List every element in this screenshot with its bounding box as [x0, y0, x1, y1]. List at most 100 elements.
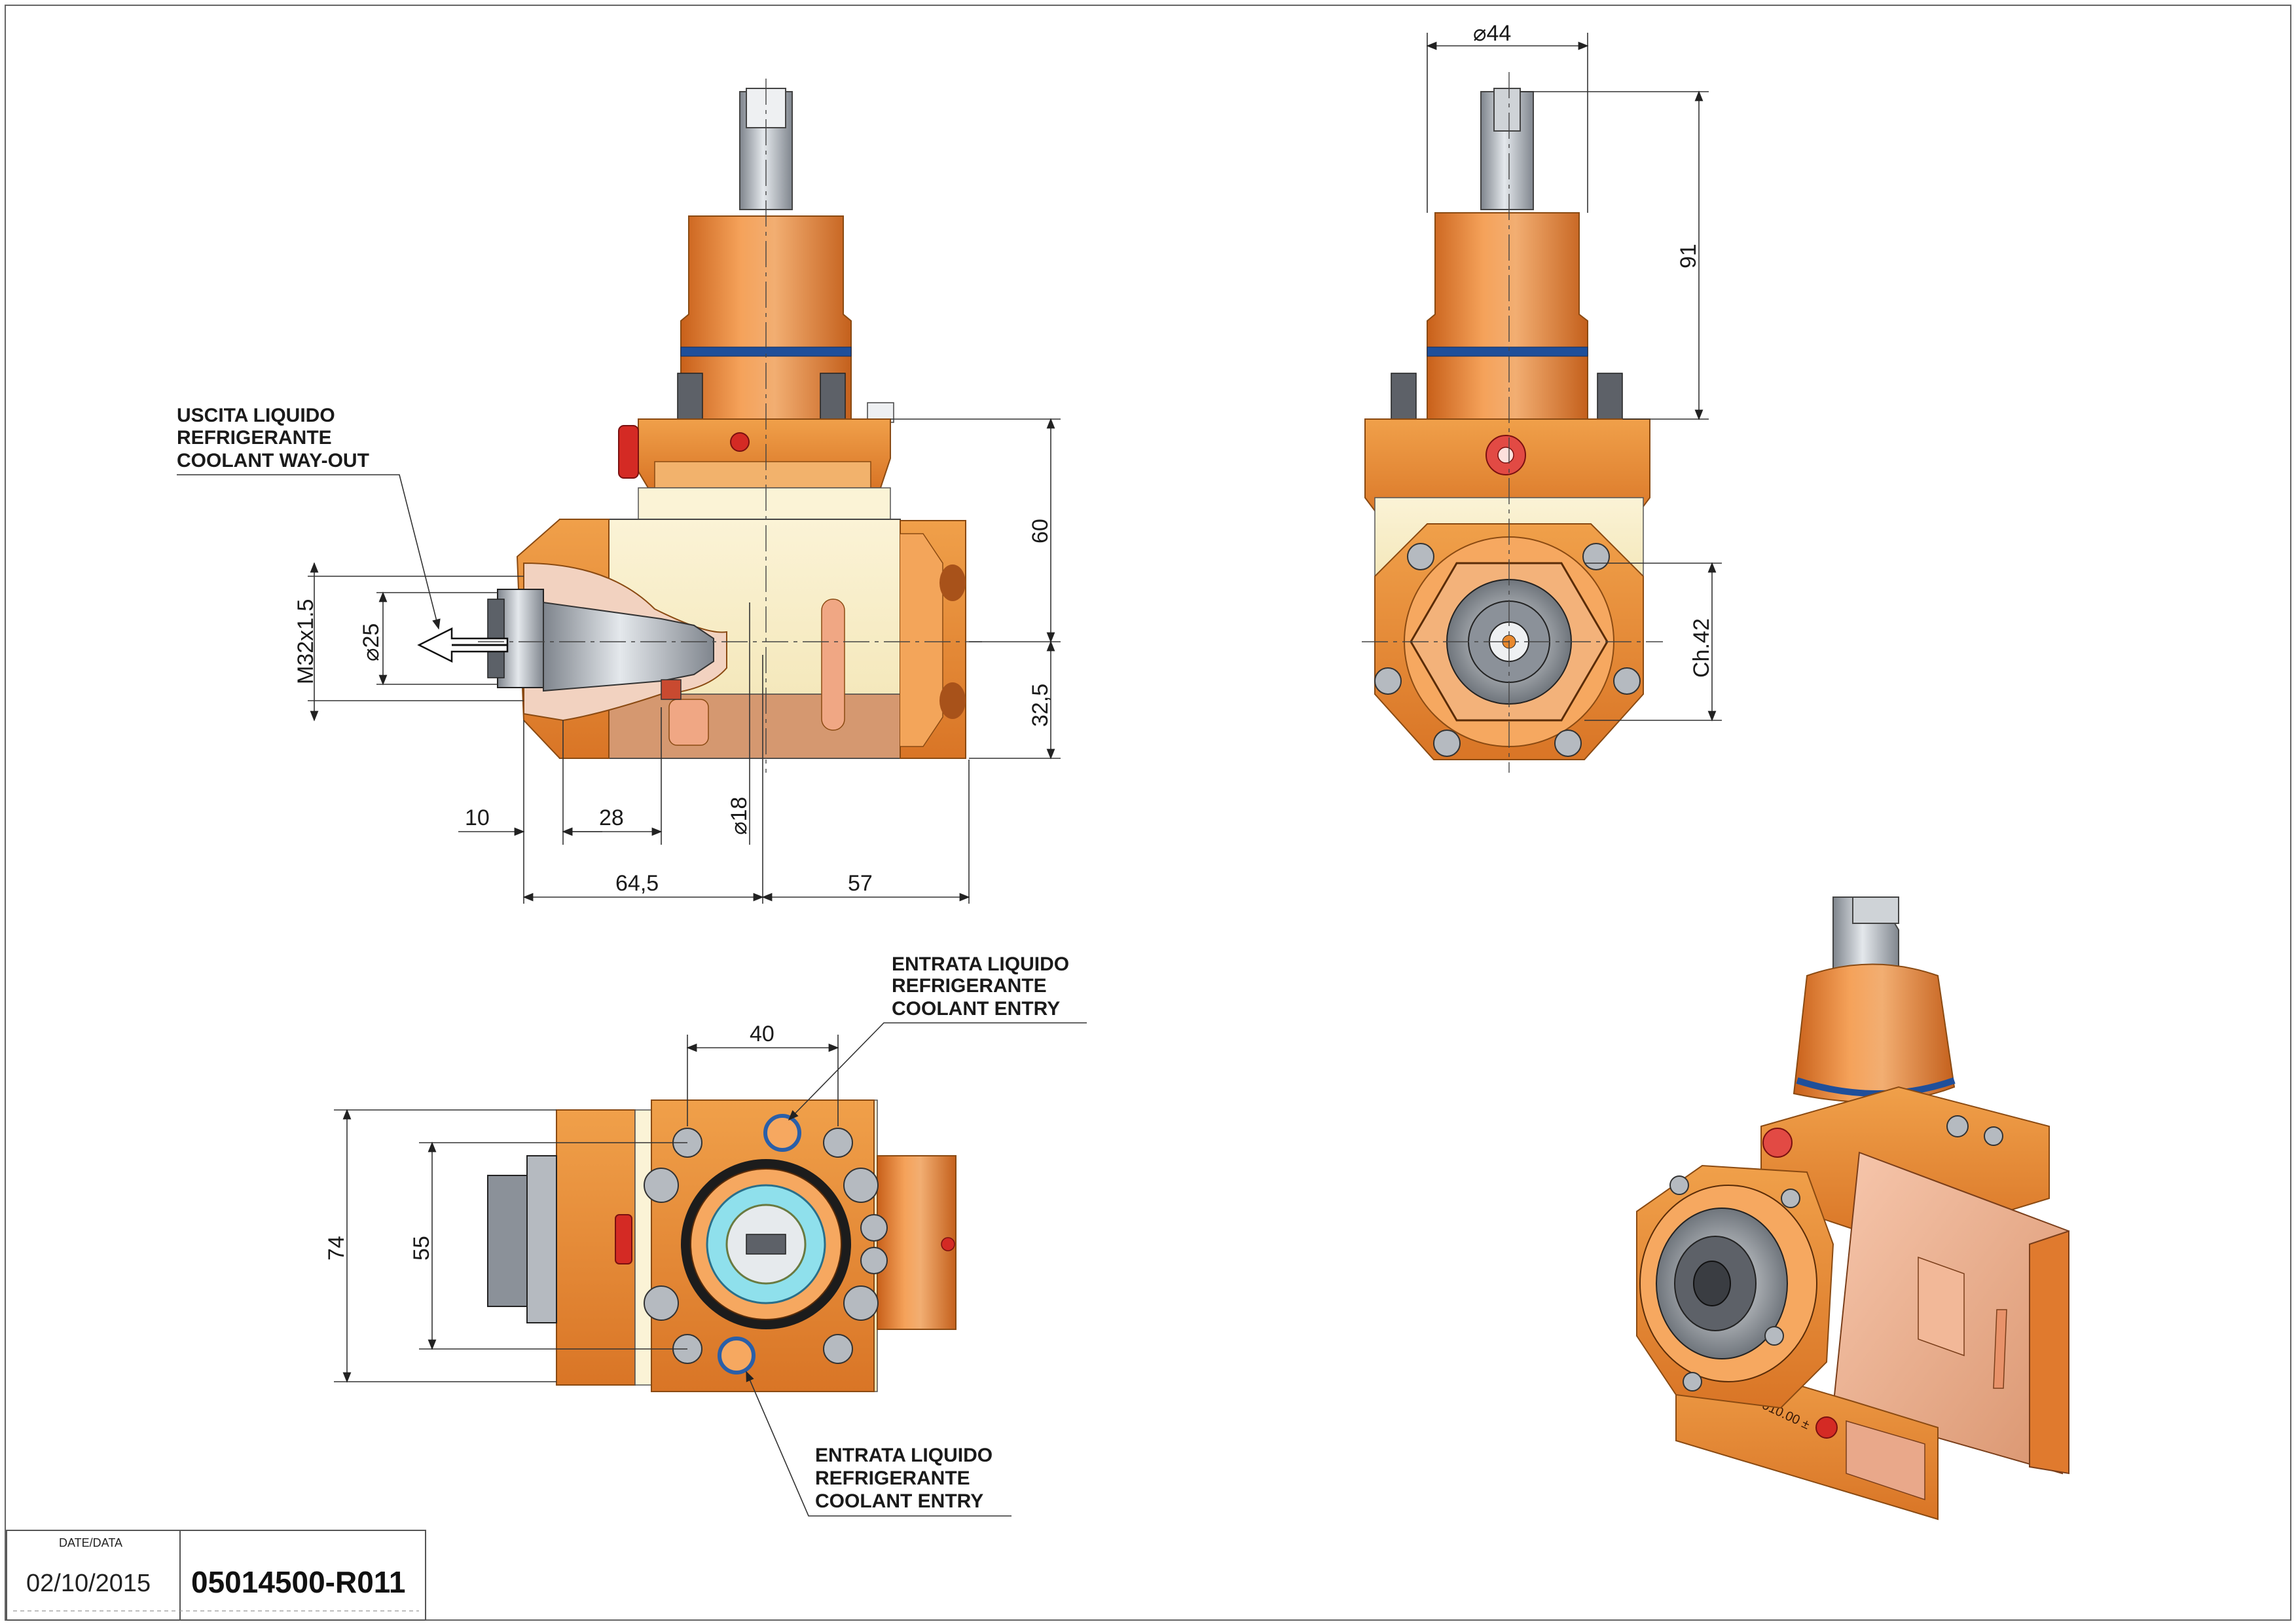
note-line: USCITA LIQUIDO — [177, 405, 335, 426]
coolant-plug-icon — [1815, 1416, 1838, 1439]
dim-64-5: 64,5 — [615, 871, 659, 896]
date-label: DATE/DATA — [59, 1536, 122, 1549]
dim-32-5: 32,5 — [1028, 684, 1053, 727]
dim-60: 60 — [1028, 519, 1053, 544]
dim-28: 28 — [599, 805, 624, 830]
note-line: ENTRATA LIQUIDO — [892, 953, 1069, 975]
note-line: REFRIGERANTE — [815, 1467, 970, 1489]
dim-40: 40 — [750, 1022, 774, 1046]
dim-value: 25 — [359, 623, 384, 648]
shaft-tang — [1852, 896, 1899, 924]
dowel-hole — [939, 564, 966, 601]
screw-head — [860, 1214, 888, 1242]
base-slot — [1846, 1420, 1925, 1501]
dim-thread: M32x1.5 — [293, 599, 318, 684]
drive-slot — [746, 1234, 786, 1255]
o-ring — [1427, 346, 1588, 357]
note-line: COOLANT ENTRY — [815, 1490, 983, 1512]
dim-value: 44 — [1486, 21, 1511, 46]
coolant-entry-port — [763, 1114, 801, 1152]
dim-d44: ⌀44 — [1473, 21, 1511, 46]
sheet-border — [5, 5, 2291, 1621]
title-block: DATE/DATA 02/10/2015 05014500-R011 — [6, 1530, 426, 1621]
coolant-plug-icon — [941, 1237, 955, 1251]
coolant-slot — [1918, 1256, 1965, 1357]
screw-head — [1407, 543, 1434, 570]
screw-head — [823, 1128, 853, 1158]
shaft-tang — [1493, 88, 1521, 132]
screw-head — [1582, 543, 1610, 570]
coolant-entry-port — [718, 1337, 756, 1375]
coolant-slot — [668, 699, 709, 746]
dim-value: 18 — [727, 797, 752, 822]
leader-line — [788, 1022, 1087, 1121]
screw-head — [1946, 1115, 1969, 1137]
cap-screw — [820, 373, 846, 420]
dim-57: 57 — [848, 871, 873, 896]
screw-head — [1433, 729, 1461, 757]
note-line: ENTRATA LIQUIDO — [815, 1445, 993, 1466]
dim-10: 10 — [465, 805, 490, 830]
title-block-frame — [6, 1530, 426, 1621]
flange-left-step — [634, 1109, 652, 1386]
note-line: COOLANT ENTRY — [892, 998, 1060, 1020]
collet — [543, 601, 714, 692]
note-line: COOLANT WAY-OUT — [177, 450, 369, 471]
screw-head — [843, 1168, 879, 1203]
screw-head — [1554, 729, 1582, 757]
dim-ch42: Ch.42 — [1689, 618, 1714, 678]
leader-line — [746, 1371, 1011, 1517]
side-block-bevel — [900, 533, 943, 747]
screw-head — [823, 1334, 853, 1364]
dim-d18: ⌀18 — [727, 797, 752, 835]
flange-ring — [654, 461, 871, 489]
drawing-code: 05014500-R011 — [191, 1565, 405, 1599]
dim-55: 55 — [409, 1236, 434, 1261]
dim-74: 74 — [324, 1236, 349, 1261]
screw-head — [644, 1285, 679, 1321]
screw-head — [1781, 1189, 1800, 1208]
screw-head — [1613, 667, 1641, 695]
isometric-view: 010.00 ± — [1636, 896, 2070, 1521]
screw-head — [860, 1247, 888, 1274]
screw-head — [1764, 1326, 1784, 1346]
side-block — [2029, 1230, 2069, 1475]
screw-head — [1683, 1372, 1702, 1392]
top-view: 40 74 55 ENTRATA LIQUIDO REFRIGERANTE CO… — [324, 953, 1087, 1517]
spindle-collar — [1793, 963, 1956, 1103]
screw-head — [1669, 1175, 1689, 1195]
coolant-plug-inner — [1497, 447, 1514, 464]
coolant-outlet-note: USCITA LIQUIDO REFRIGERANTE COOLANT WAY-… — [177, 405, 369, 471]
dim-d25: ⌀25 — [359, 623, 384, 661]
coolant-plug-icon — [1762, 1128, 1793, 1158]
collet-nut — [487, 1175, 528, 1307]
coolant-plug-icon — [618, 425, 639, 479]
flange-step — [638, 487, 891, 520]
coolant-plug-icon — [661, 679, 682, 700]
screw-head — [644, 1168, 679, 1203]
diameter-symbol: ⌀ — [359, 648, 384, 661]
coolant-plug-icon — [730, 432, 750, 452]
coolant-plug-icon — [615, 1214, 632, 1264]
screw-head — [1984, 1126, 2003, 1146]
coolant-entry-note-top: ENTRATA LIQUIDO REFRIGERANTE COOLANT ENT… — [892, 953, 1074, 1020]
diameter-symbol: ⌀ — [727, 822, 752, 835]
dowel-hole — [939, 682, 966, 719]
screw-head — [843, 1285, 879, 1321]
cap-screw — [1391, 373, 1417, 420]
collet-bore — [1693, 1261, 1731, 1306]
coolant-slot — [821, 599, 845, 731]
note-line: REFRIGERANTE — [177, 427, 332, 449]
cap-screw — [677, 373, 703, 420]
diameter-symbol: ⌀ — [1473, 21, 1486, 46]
dim-91: 91 — [1676, 244, 1701, 268]
leader-line — [177, 474, 441, 630]
front-view: USCITA LIQUIDO REFRIGERANTE COOLANT WAY-… — [177, 79, 1061, 904]
collet-nut-hex — [526, 1155, 557, 1323]
coolant-entry-note-bottom: ENTRATA LIQUIDO REFRIGERANTE COOLANT ENT… — [815, 1445, 998, 1512]
screw-head — [1374, 667, 1402, 695]
coolant-slot — [1993, 1309, 2007, 1389]
side-view: ⌀44 91 Ch.42 — [1362, 21, 1722, 773]
note-line: REFRIGERANTE — [892, 975, 1047, 997]
